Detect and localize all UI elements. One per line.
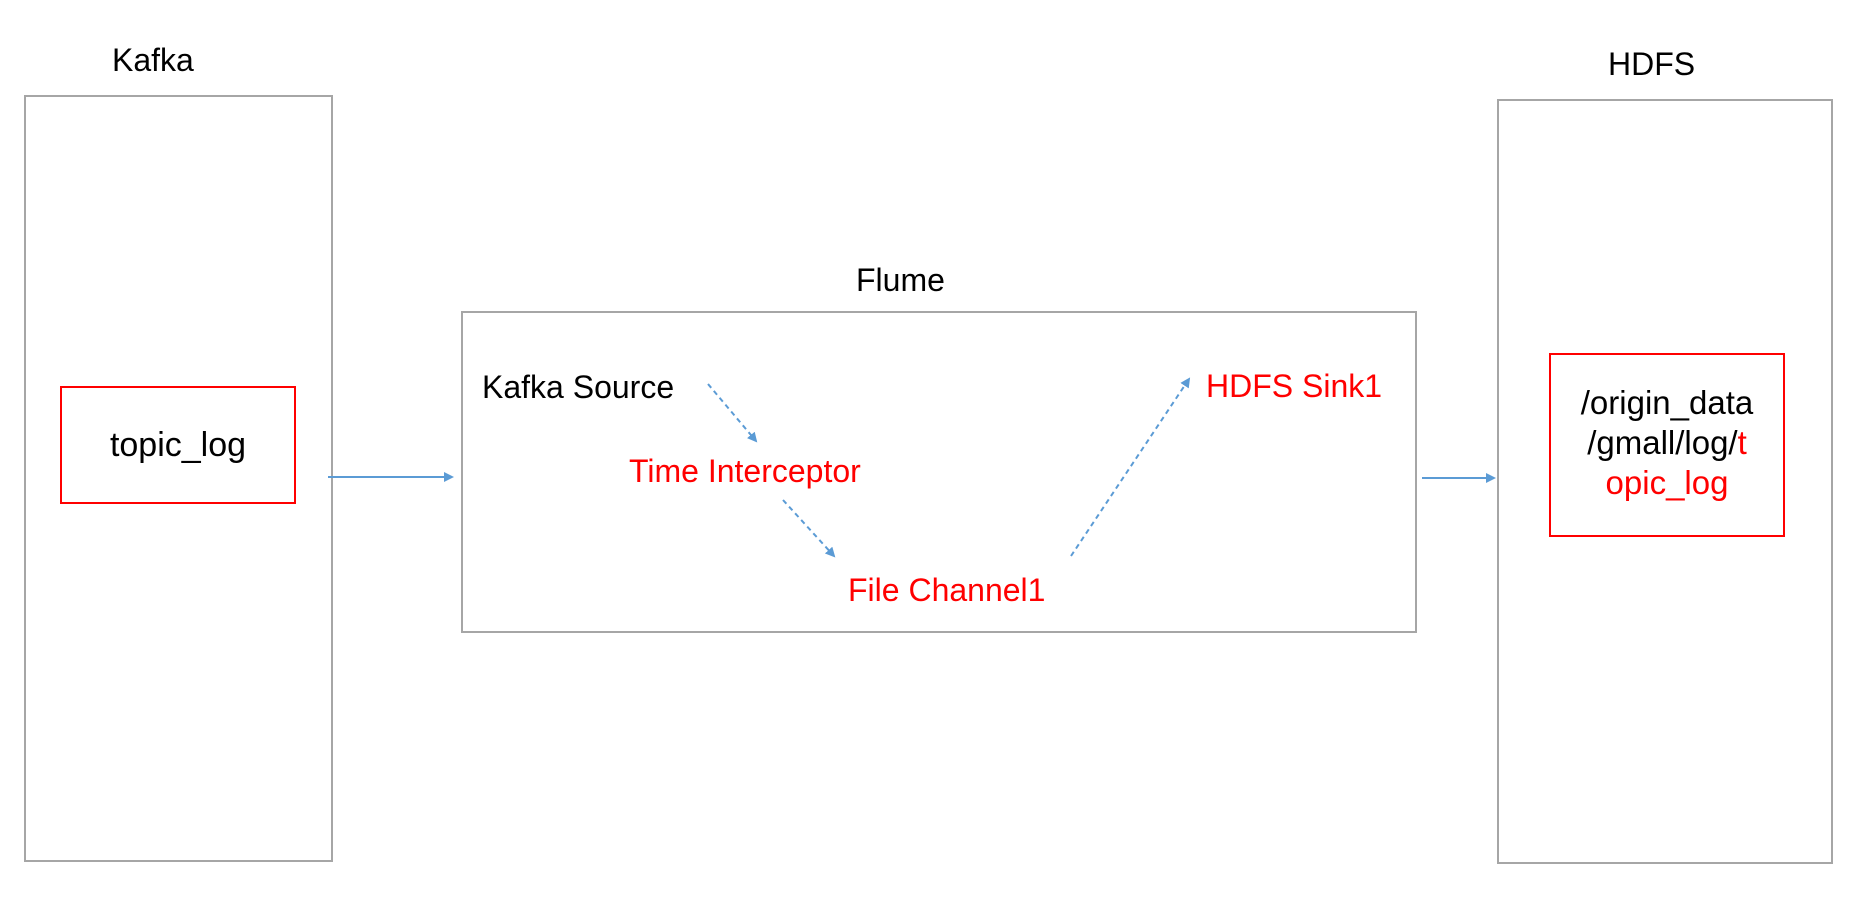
topic-label: topic_log (109, 425, 247, 464)
time-interceptor-label: Time Interceptor (629, 453, 861, 489)
topic-box: topic_log (60, 386, 296, 504)
hdfs-path-line2: /gmall/log/t (1551, 423, 1783, 463)
hdfs-path-line1: /origin_data (1580, 384, 1754, 421)
flume-title: Flume (856, 262, 945, 298)
source-to-interceptor-arrow (707, 383, 758, 443)
hdfs-path-line2-black: /gmall/log/ (1587, 424, 1738, 461)
hdfs-container (1497, 99, 1833, 864)
flume-container (461, 311, 1417, 633)
hdfs-path-line2-red: t (1737, 424, 1747, 461)
kafka-title: Kafka (112, 42, 194, 78)
kafka-source-label: Kafka Source (482, 369, 675, 405)
channel-to-sink-arrow (1070, 377, 1191, 557)
interceptor-to-channel-arrow (782, 499, 836, 558)
file-channel-label: File Channel1 (848, 572, 1046, 608)
hdfs-path-text: /origin_data /gmall/log/t opic_log (1551, 383, 1783, 503)
hdfs-path-box: /origin_data /gmall/log/t opic_log (1549, 353, 1785, 537)
hdfs-sink-label: HDFS Sink1 (1206, 368, 1383, 404)
hdfs-path-line3: opic_log (1605, 464, 1729, 501)
hdfs-title: HDFS (1608, 46, 1696, 82)
kafka-container (24, 95, 333, 862)
